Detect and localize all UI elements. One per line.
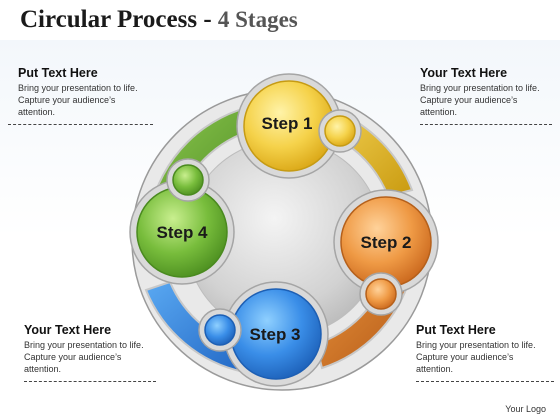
note-top-right: Your Text Here Bring your presentation t… [420,66,552,125]
note-heading: Put Text Here [416,323,496,337]
dashed-divider [8,124,153,125]
step-1-node[interactable]: Step 1 [236,73,362,179]
title-main: Circular Process [20,6,198,33]
dashed-divider [24,381,156,382]
note-heading: Your Text Here [24,323,112,337]
note-line: Capture your audience’s [24,352,122,362]
note-line: Bring your presentation to life. [416,340,536,350]
page-title: Circular Process - 4 Stages [20,6,298,34]
note-line: Bring your presentation to life. [18,83,138,93]
step-3-label: Step 3 [249,325,300,344]
note-line: attention. [24,364,62,374]
note-bottom-left: Your Text Here Bring your presentation t… [24,323,156,382]
step-1-label: Step 1 [261,114,312,133]
dashed-divider [416,381,554,382]
step-4-label: Step 4 [156,223,208,242]
note-top-left: Put Text Here Bring your presentation to… [8,66,153,125]
note-line: attention. [416,364,454,374]
logo-placeholder: Your Logo [505,404,546,414]
step-2-label: Step 2 [360,233,411,252]
note-heading: Put Text Here [18,66,98,80]
step-3-node[interactable]: Step 3 [198,281,329,387]
title-subtitle: 4 Stages [217,7,298,32]
note-line: Capture your audience’s [420,95,518,105]
note-line: Bring your presentation to life. [420,83,540,93]
note-heading: Your Text Here [420,66,508,80]
note-line: Capture your audience’s [416,352,514,362]
note-line: Bring your presentation to life. [24,340,144,350]
note-line: attention. [18,107,56,117]
title-dash: - [197,6,218,33]
note-line: attention. [420,107,458,117]
step-2-node[interactable]: Step 2 [333,189,439,316]
note-bottom-right: Put Text Here Bring your presentation to… [416,323,554,382]
step-4-node[interactable]: Step 4 [129,158,235,285]
dashed-divider [420,124,552,125]
note-line: Capture your audience’s [18,95,116,105]
